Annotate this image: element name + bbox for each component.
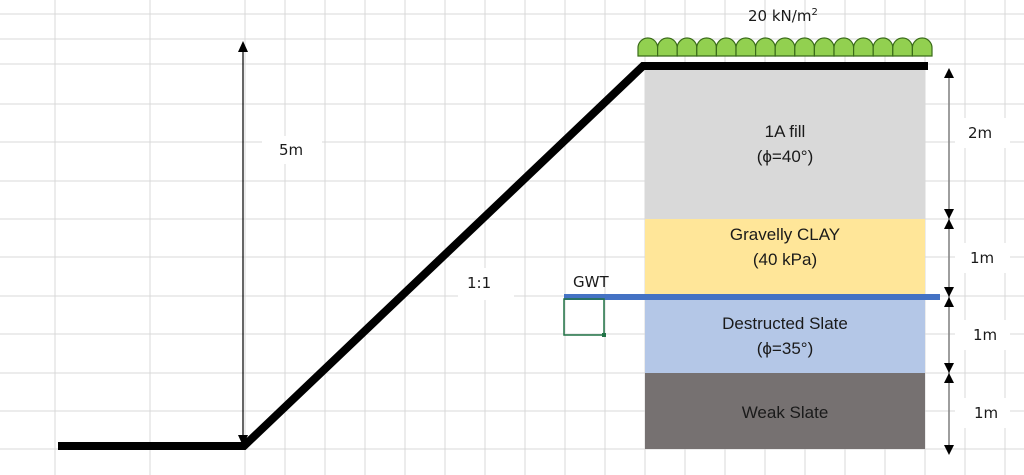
layer-destructed-slate-param: (ϕ=35°) bbox=[757, 339, 813, 358]
load-hump bbox=[755, 37, 776, 57]
fill-handle[interactable] bbox=[602, 333, 606, 337]
layer-weak-slate bbox=[645, 373, 925, 449]
ratio-label-bg bbox=[458, 268, 514, 300]
dim-bg bbox=[955, 243, 1010, 273]
load-hump bbox=[833, 37, 855, 57]
surcharge-load bbox=[637, 37, 933, 57]
layer-gravelly-clay-param: (40 kPa) bbox=[753, 250, 817, 269]
thickness-label-gravelly-clay: 1m bbox=[970, 249, 994, 267]
layer-thickness-dimensions: 2m 1m 1m 1m bbox=[944, 68, 1010, 455]
thickness-label-weak-slate: 1m bbox=[974, 404, 998, 422]
arrow-down-icon bbox=[238, 435, 248, 446]
gwt-label: GWT bbox=[573, 273, 609, 291]
load-value: 20 kN/m bbox=[748, 7, 811, 25]
thickness-label-1a-fill: 2m bbox=[968, 124, 992, 142]
load-hump bbox=[735, 37, 757, 57]
arrow-up-icon bbox=[238, 41, 248, 52]
load-hump bbox=[676, 37, 698, 57]
arrow-up-icon bbox=[944, 219, 954, 229]
thickness-label-destructed-slate: 1m bbox=[973, 326, 997, 344]
load-hump bbox=[657, 37, 678, 57]
layer-gravelly-clay-name: Gravelly CLAY bbox=[730, 225, 840, 244]
dim-bg bbox=[955, 398, 1010, 428]
load-hump bbox=[892, 37, 913, 57]
arrow-down-icon bbox=[944, 209, 954, 219]
dim-bg bbox=[955, 320, 1010, 350]
layer-destructed-slate bbox=[645, 295, 925, 373]
layer-1a-fill bbox=[645, 66, 925, 219]
load-hump bbox=[872, 37, 894, 57]
arrow-up-icon bbox=[944, 373, 954, 383]
layer-gravelly-clay bbox=[645, 219, 925, 295]
load-label: 20 kN/m2 bbox=[748, 7, 818, 25]
slope-height-label: 5m bbox=[279, 141, 303, 159]
load-hump bbox=[637, 37, 659, 57]
selected-cell[interactable] bbox=[563, 298, 605, 336]
load-hump bbox=[774, 37, 796, 57]
layer-1a-fill-param: (ϕ=40°) bbox=[757, 147, 813, 166]
load-hump bbox=[794, 37, 815, 57]
load-hump bbox=[715, 37, 737, 57]
height-label-bg bbox=[262, 136, 322, 164]
load-hump bbox=[853, 37, 874, 57]
ground-profile-line bbox=[58, 62, 928, 450]
arrow-down-icon bbox=[944, 363, 954, 373]
arrow-down-icon bbox=[944, 287, 954, 297]
load-hump bbox=[813, 37, 835, 57]
load-superscript: 2 bbox=[811, 7, 817, 18]
arrow-down-icon bbox=[944, 445, 954, 455]
arrow-up-icon bbox=[944, 297, 954, 307]
load-hump bbox=[911, 37, 933, 57]
arrow-up-icon bbox=[944, 68, 954, 78]
layer-weak-slate-name: Weak Slate bbox=[742, 403, 829, 422]
load-hump bbox=[696, 37, 717, 57]
slope-ratio-label: 1:1 bbox=[467, 274, 491, 292]
dim-bg bbox=[955, 118, 1010, 148]
layer-1a-fill-name: 1A fill bbox=[765, 122, 806, 141]
layer-destructed-slate-name: Destructed Slate bbox=[722, 314, 848, 333]
